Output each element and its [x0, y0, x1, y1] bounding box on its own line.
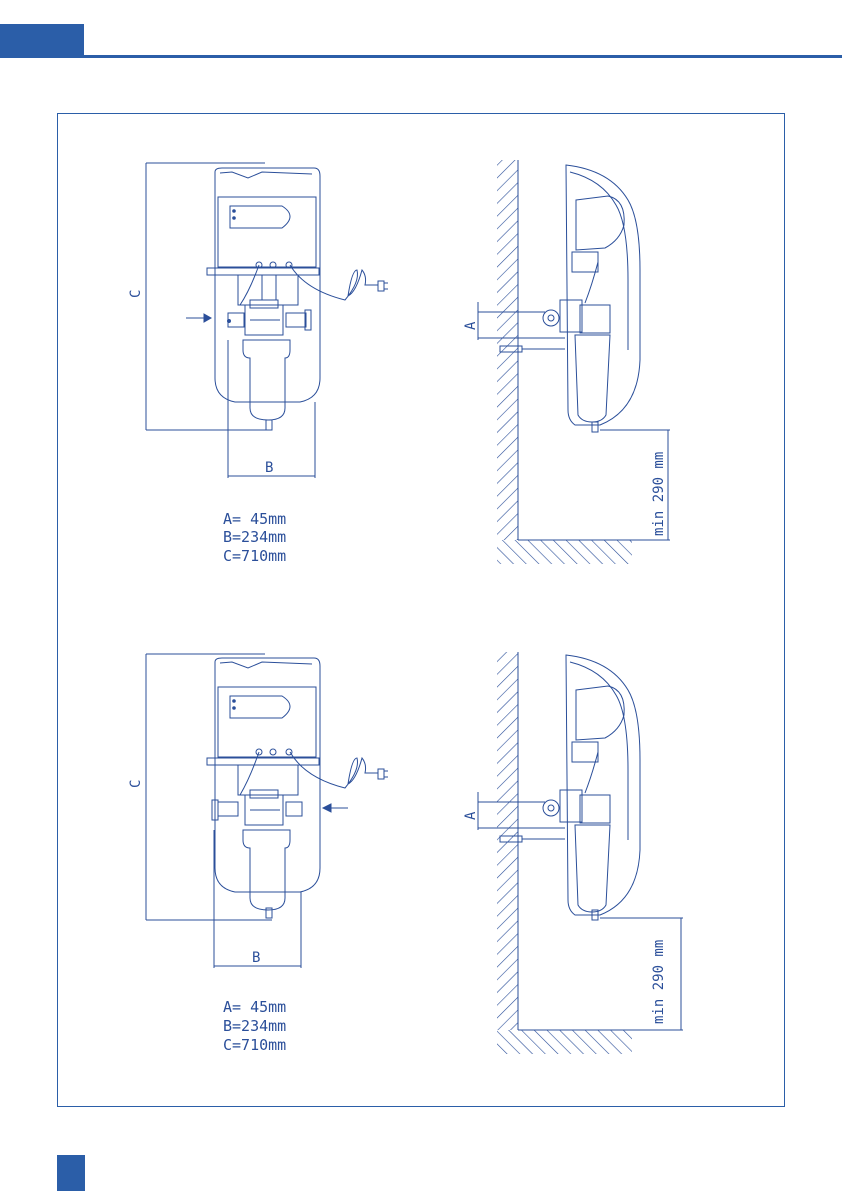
- dim-b-value: B=234mm: [223, 1017, 286, 1035]
- dim-c-value: C=710mm: [223, 1036, 286, 1054]
- dim-a-value: A= 45mm: [223, 998, 286, 1016]
- front-dim-c-label: C: [128, 780, 144, 788]
- dim-a-value: A= 45mm: [223, 510, 286, 528]
- front-view-1: [146, 163, 388, 478]
- front-dim-c-label: C: [128, 290, 144, 298]
- side-dim-a-label: A: [463, 811, 479, 820]
- front-view-2: [146, 654, 388, 968]
- dim-b-value: B=234mm: [223, 528, 286, 546]
- front-dim-b-label: B: [265, 460, 273, 476]
- panel-1: C B A= 45mm B=234mm C=710mm: [128, 160, 670, 565]
- clearance-label: min 290 mm: [651, 452, 667, 536]
- clearance-label: min 290 mm: [651, 940, 667, 1024]
- panel-2: C B A= 45mm B=234mm C=710mm: [128, 652, 683, 1054]
- side-dim-a-label: A: [463, 321, 479, 330]
- side-view-1: [478, 160, 670, 564]
- dim-c-value: C=710mm: [223, 547, 286, 565]
- front-dim-b-label: B: [252, 950, 260, 966]
